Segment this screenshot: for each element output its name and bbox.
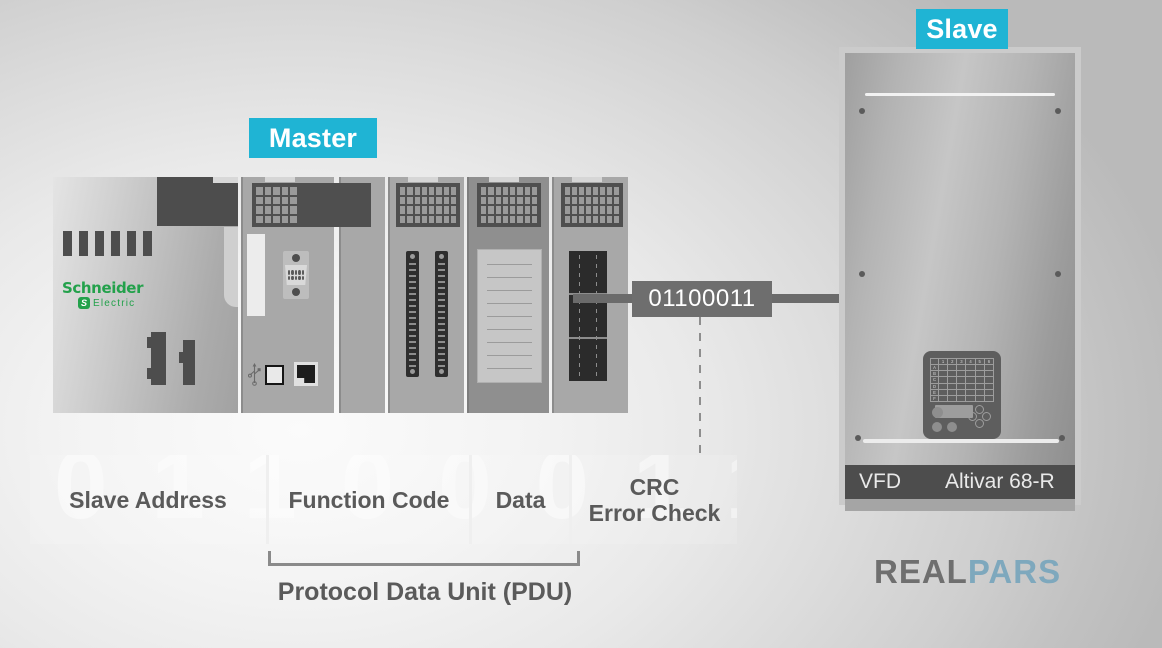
- usb-port: [265, 365, 284, 385]
- schneider-mark-icon: S: [78, 297, 90, 309]
- power-supply-vents: [63, 231, 168, 256]
- schneider-electric-logo: Schneider S Electric: [62, 281, 148, 309]
- frame-field-crc: CRC Error Check: [572, 455, 737, 544]
- pdu-bracket: [268, 551, 580, 601]
- vfd-screw-mid-left: [859, 271, 865, 277]
- frame-separator-3: [569, 455, 572, 544]
- module-label-paper: [477, 249, 542, 383]
- frame-field-label: Slave Address: [69, 486, 227, 513]
- frame-separator-2: [469, 455, 472, 544]
- logo-part-pars: PARS: [967, 553, 1062, 590]
- vfd-nameplate: VFD Altivar 68-R: [845, 465, 1075, 499]
- plc-cpu-module-right-half: [297, 177, 385, 413]
- comm-wire-left: [573, 294, 639, 303]
- vfd-type-label: VFD: [859, 470, 901, 493]
- vfd-body-panel: 1 2 3 4 5 6 A B C D: [845, 53, 1075, 467]
- vfd-key-nav-left[interactable]: [968, 412, 977, 421]
- vfd-key-nav-up[interactable]: [975, 405, 984, 414]
- frame-field-label: CRC Error Check: [588, 473, 721, 526]
- comm-vent-grille: [561, 183, 623, 227]
- io-terminal-strip-2: [435, 251, 448, 377]
- brand-name: Schneider: [62, 279, 144, 297]
- vfd-screw-bottom-right: [1059, 435, 1065, 441]
- comm-connector-block: [569, 251, 607, 381]
- frame-field-function-code: Function Code: [269, 455, 469, 544]
- pdu-label: Protocol Data Unit (PDU): [277, 578, 573, 606]
- plc-power-supply-module: Schneider S Electric: [53, 177, 238, 413]
- binary-data-badge: 01100011: [632, 281, 772, 317]
- vfd-screw-top-left: [859, 108, 865, 114]
- vfd-key-3[interactable]: [947, 422, 957, 432]
- vfd-key-2[interactable]: [932, 422, 942, 432]
- frame-field-data: Data: [472, 455, 569, 544]
- vfd-key-nav-down[interactable]: [975, 419, 984, 428]
- master-label-text: Master: [268, 122, 358, 153]
- plc-rack: Schneider S Electric: [53, 177, 628, 413]
- db9-serial-port: [283, 251, 309, 299]
- vfd-keypad-matrix: 1 2 3 4 5 6 A B C D: [930, 357, 995, 403]
- binary-data-text: 01100011: [648, 285, 756, 312]
- plc-label-module: [467, 177, 549, 413]
- cpu-label-strip: [247, 234, 265, 316]
- plc-io-module: [388, 177, 464, 413]
- vfd-keypad-display: [935, 405, 973, 418]
- modbus-frame-bar: 01100011 Slave Address Function Code Dat…: [30, 455, 737, 544]
- vfd-drive: 1 2 3 4 5 6 A B C D: [839, 47, 1081, 511]
- power-terminal-block-2: [179, 340, 195, 385]
- frame-ghost-bits: 01100011: [54, 455, 737, 539]
- io-terminal-strip-1: [406, 251, 419, 377]
- brand-subtitle: Electric: [93, 297, 136, 309]
- vfd-keypad[interactable]: 1 2 3 4 5 6 A B C D: [923, 351, 1001, 439]
- label-module-grille: [477, 183, 541, 227]
- vfd-base: [845, 499, 1075, 511]
- master-label-badge: Master: [249, 118, 377, 158]
- kp-row-f: F: [930, 394, 939, 403]
- comm-wire-right: [768, 294, 841, 303]
- power-supply-top-panel: [157, 177, 238, 226]
- cpu-grille-notch: [265, 177, 295, 182]
- vfd-top-highlight: [865, 93, 1055, 96]
- logo-part-real: REAL: [874, 553, 968, 590]
- usb-symbol-icon: [248, 363, 261, 386]
- frame-field-label: Data: [495, 486, 546, 513]
- slave-label-text: Slave: [926, 13, 998, 44]
- vfd-model-label: Altivar 68-R: [945, 470, 1055, 493]
- power-supply-side-edge: [224, 227, 238, 307]
- io-vent-grille: [396, 183, 460, 227]
- frame-field-slave-address: Slave Address: [30, 455, 266, 544]
- frame-field-label: Function Code: [288, 486, 450, 513]
- ethernet-port: [294, 362, 318, 386]
- power-supply-notch: [213, 177, 238, 183]
- vfd-key-nav-right[interactable]: [982, 412, 991, 421]
- vfd-screw-top-right: [1055, 108, 1061, 114]
- power-terminal-block-1: [147, 332, 166, 385]
- binary-to-frame-dashed-connector: [699, 317, 701, 457]
- vfd-screw-bottom-left: [855, 435, 861, 441]
- frame-separator-1: [266, 455, 269, 544]
- vfd-bottom-highlight: [863, 439, 1059, 443]
- vfd-key-1[interactable]: [932, 407, 943, 418]
- realpars-logo: REALPARS: [874, 553, 1061, 591]
- slave-label-badge: Slave: [916, 9, 1008, 49]
- vfd-screw-mid-right: [1055, 271, 1061, 277]
